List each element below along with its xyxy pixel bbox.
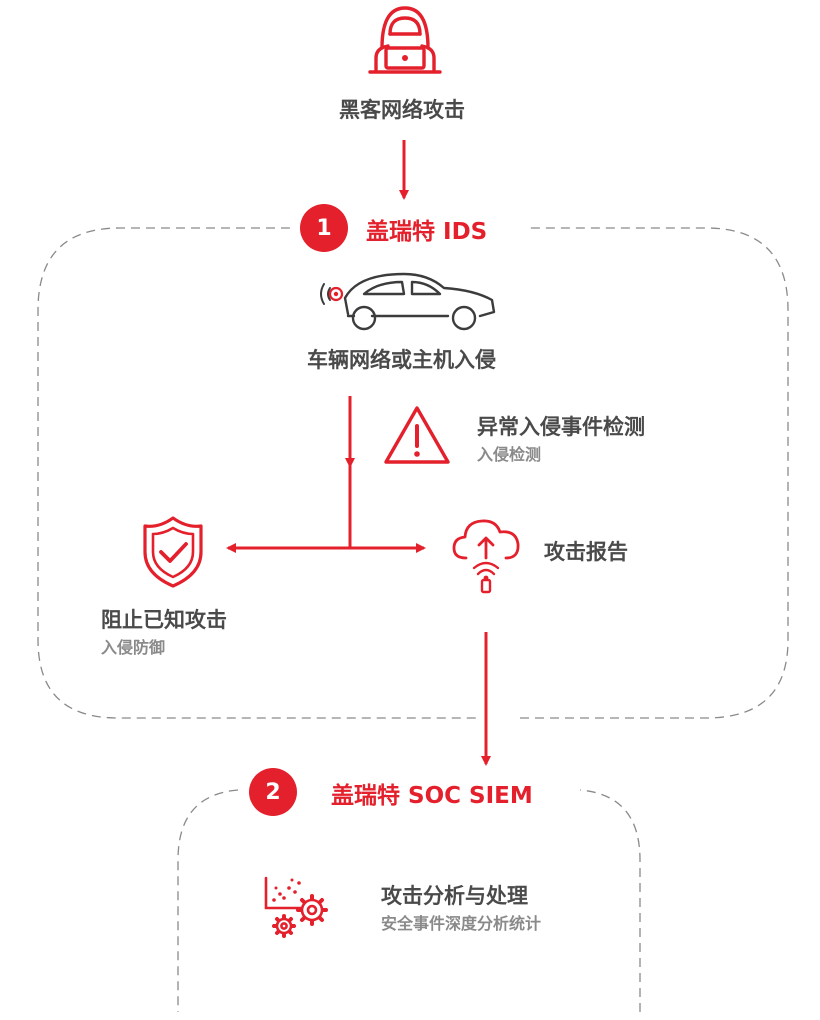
analysis-sublabel: 安全事件深度分析统计 (381, 914, 542, 933)
soc-title: 盖瑞特 SOC SIEM (331, 783, 533, 809)
cloud-upload-icon (452, 519, 520, 594)
hacker-laptop-icon (368, 6, 442, 74)
ids-group-border (37, 227, 789, 719)
block-sublabel: 入侵防御 (101, 638, 166, 657)
soc-group-border (177, 789, 641, 1012)
warning-triangle-icon (384, 406, 450, 464)
detection-sublabel: 入侵检测 (477, 445, 542, 464)
ids-title: 盖瑞特 IDS (366, 219, 488, 245)
report-label: 攻击报告 (544, 540, 628, 564)
ids-step-badge: 1 (300, 204, 348, 252)
block-label: 阻止已知攻击 (101, 608, 227, 632)
analysis-label: 攻击分析与处理 (381, 884, 528, 908)
soc-step-badge: 2 (249, 768, 297, 816)
shield-check-icon (143, 516, 203, 588)
analytics-gears-icon (264, 876, 328, 938)
hacker-label: 黑客网络攻击 (339, 98, 465, 122)
vehicle-label: 车辆网络或主机入侵 (307, 348, 496, 372)
connected-car-icon (320, 272, 496, 331)
detection-label: 异常入侵事件检测 (477, 415, 645, 439)
